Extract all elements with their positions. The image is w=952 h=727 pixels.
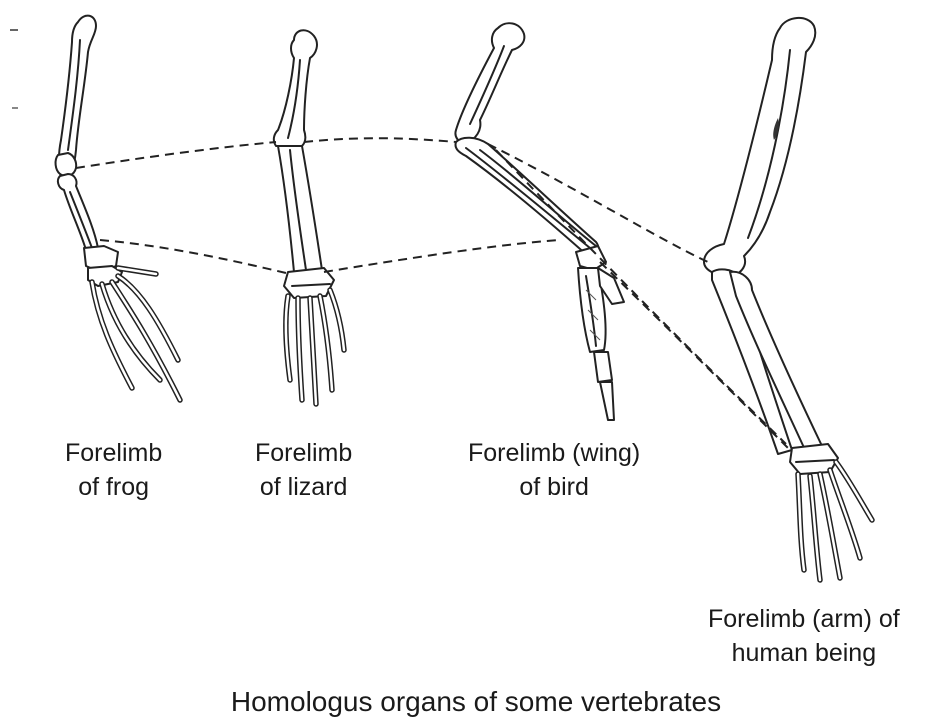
- elbow-line-lizard-bird: [304, 138, 456, 142]
- lizard-label-line1: Forelimb: [255, 436, 352, 470]
- frog-humerus: [59, 16, 96, 170]
- human-label: Forelimb (arm) of human being: [708, 602, 900, 670]
- human-arm: [704, 18, 872, 580]
- frog-forelimb: [56, 16, 180, 400]
- lizard-label: Forelimb of lizard: [255, 436, 352, 504]
- lizard-forelimb: [274, 30, 344, 404]
- diagram-caption: Homologus organs of some vertebrates: [0, 685, 952, 719]
- bird-label-line1: Forelimb (wing): [468, 436, 640, 470]
- human-humerus: [704, 18, 815, 276]
- homology-dashed-lines: [76, 138, 792, 452]
- frog-label: Forelimb of frog: [65, 436, 162, 504]
- lizard-label-line2: of lizard: [255, 470, 352, 504]
- elbow-line-frog-lizard: [76, 142, 276, 168]
- frog-label-line2: of frog: [65, 470, 162, 504]
- human-label-line2: human being: [708, 636, 900, 670]
- human-label-line1: Forelimb (arm) of: [708, 602, 900, 636]
- wrist-line-lizard-bird: [324, 240, 560, 272]
- lizard-humerus: [274, 30, 317, 146]
- bird-label: Forelimb (wing) of bird: [468, 436, 640, 504]
- bird-wing: [455, 23, 624, 420]
- lizard-radioulna: [278, 146, 322, 272]
- frog-label-line1: Forelimb: [65, 436, 162, 470]
- bird-humerus: [455, 23, 524, 142]
- bird-label-line2: of bird: [468, 470, 640, 504]
